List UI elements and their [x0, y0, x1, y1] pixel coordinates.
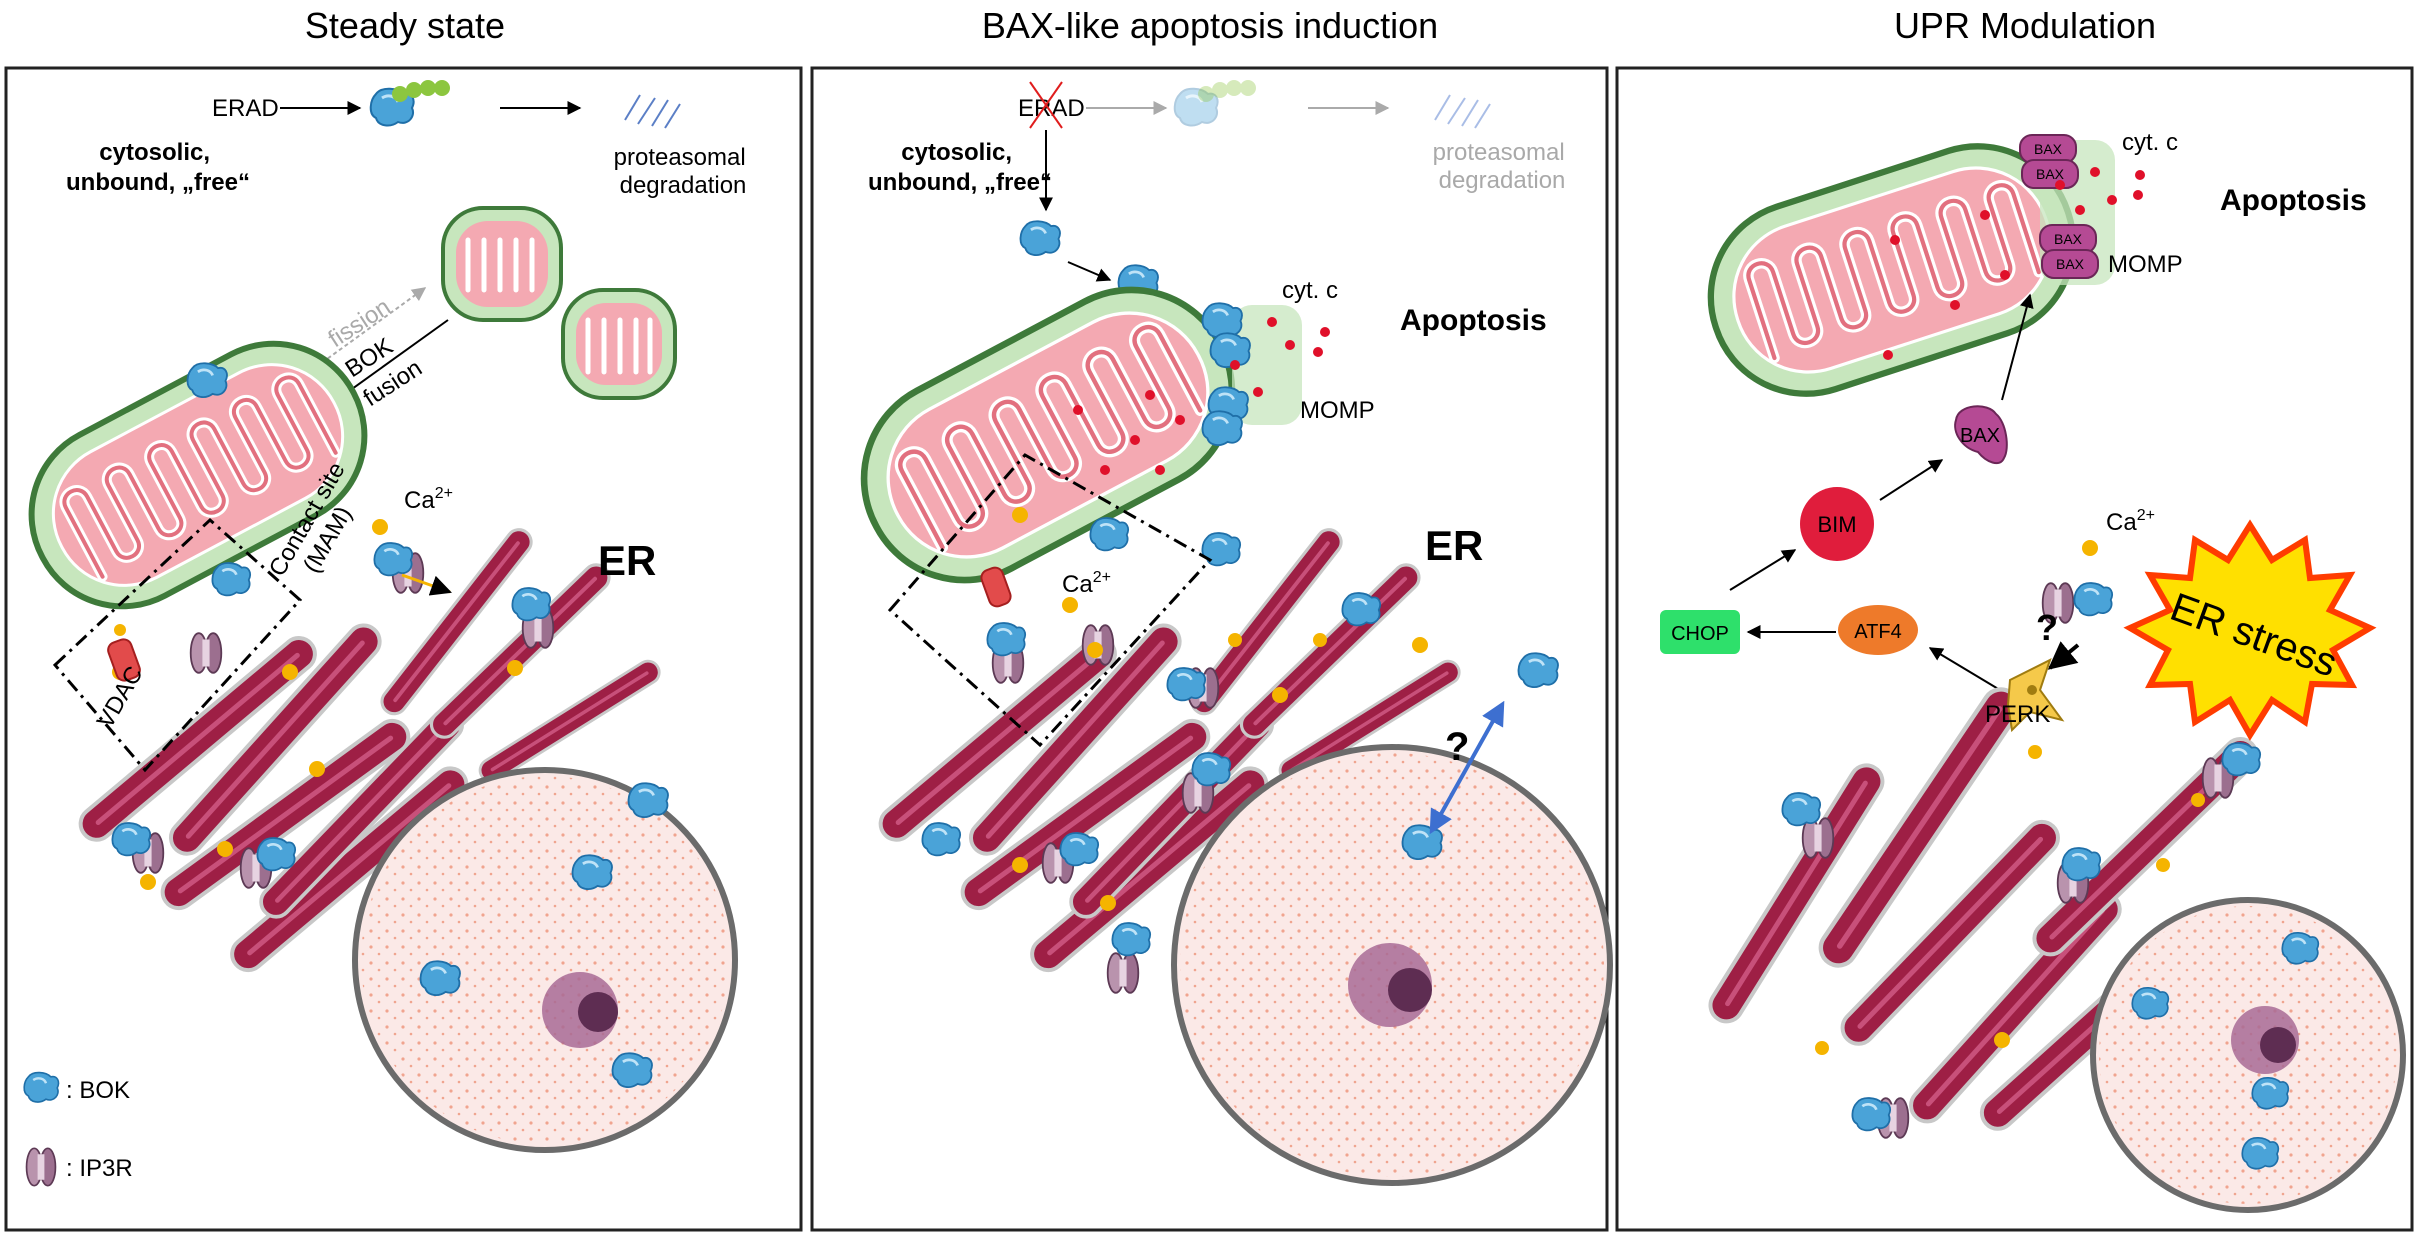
legend-bok-label: : BOK [66, 1077, 130, 1104]
calcium-label: Ca2+ [2106, 507, 2155, 536]
svg-text:BAX: BAX [2054, 231, 2083, 247]
proteasomal-degradation-label: proteasomal degradation [614, 144, 753, 199]
small-mitochondrion-icon [561, 288, 677, 400]
bok-protein-icon [571, 853, 614, 891]
bok-protein-icon [186, 361, 229, 399]
panel-bax-like-apoptosis: BAX-like apoptosis induction ERAD protea… [810, 5, 1613, 1232]
bok-protein-icon [211, 561, 252, 597]
bok-protein-icon [2073, 581, 2114, 617]
panel-title: Steady state [305, 5, 505, 46]
bok-protein-icon [2250, 1076, 2290, 1110]
proteasomal-degradation-label: proteasomal degradation [1433, 139, 1572, 194]
bok-protein-icon [1341, 591, 1382, 627]
momp-region [1232, 305, 1302, 425]
bok-protein-icon [2240, 1136, 2280, 1170]
bok-protein-icon [1401, 823, 1444, 861]
svg-text:BIM: BIM [1817, 512, 1856, 537]
bok-protein-icon [1851, 1096, 1892, 1132]
cytc-label: cyt. c [2122, 129, 2178, 156]
apoptosis-label: Apoptosis [1400, 304, 1547, 337]
cytosolic-free-label: cytosolic, unbound, „free“ [66, 139, 250, 196]
calcium-ions [1012, 507, 1428, 911]
panel-upr-modulation: UPR Modulation BAX BAX BAX BAX cyt. c Ap… [1615, 5, 2414, 1232]
bok-oligomer-icon [1209, 331, 1252, 369]
bok-protein-icon [1781, 791, 1822, 827]
bok-protein-icon [419, 959, 462, 997]
question-mark: ? [1445, 725, 1469, 769]
vdac-channel-icon [980, 566, 1012, 608]
bok-protein-icon [2221, 741, 2262, 777]
er-label: ER [1425, 522, 1483, 569]
bok-protein-icon [1517, 651, 1560, 689]
perk-label: PERK [1985, 701, 2050, 728]
svg-text:CHOP: CHOP [1671, 623, 1729, 645]
panel-title: BAX-like apoptosis induction [982, 5, 1438, 46]
chop-node: CHOP [1660, 610, 1740, 654]
bok-protein-icon [1089, 516, 1130, 552]
cytochrome-c-dots [1883, 167, 2145, 360]
panel-title: UPR Modulation [1894, 5, 2156, 46]
fragments-icon [624, 94, 681, 129]
nucleus-icon [1171, 744, 1613, 1186]
er-stress-burst-icon [2123, 519, 2377, 741]
bok-protein-icon [986, 621, 1027, 657]
panel-steady-state: Steady state ERAD proteasomal degradatio… [0, 5, 803, 1232]
vdac-channel-icon [107, 638, 141, 682]
momp-label: MOMP [1300, 397, 1375, 424]
apoptosis-label: Apoptosis [2220, 184, 2367, 217]
ubiquitin-chain-icon [392, 80, 450, 102]
svg-text:BAX: BAX [2056, 256, 2085, 272]
bok-protein-icon [1019, 219, 1062, 257]
bok-protein-icon [921, 821, 962, 857]
small-mitochondrion-icon [441, 206, 563, 322]
bok-protein-icon [1191, 751, 1232, 787]
cytochrome-c-dots [1073, 317, 1330, 475]
nucleus-icon [352, 767, 738, 1153]
cytosolic-free-label: cytosolic, unbound, „free“ [868, 139, 1052, 196]
ubiquitin-chain-icon [1198, 80, 1256, 102]
er-label: ER [598, 537, 656, 584]
svg-text:BAX: BAX [2034, 141, 2063, 157]
svg-text:ATF4: ATF4 [1854, 621, 1901, 643]
bok-protein-icon [1111, 921, 1152, 957]
bim-node: BIM [1800, 487, 1874, 561]
svg-text:BAX: BAX [1960, 425, 2000, 447]
bok-protein-icon [1166, 666, 1207, 702]
bok-oligomer-icon [1201, 409, 1244, 447]
bok-protein-icon [256, 836, 297, 872]
fragments-icon [1434, 94, 1491, 129]
bok-oligomer-icon [1201, 301, 1244, 339]
calcium-label: Ca2+ [1062, 569, 1111, 598]
bax-protein-icon: BAX [1954, 405, 2008, 465]
bok-protein-icon [511, 586, 552, 622]
crossed-out-icon [1029, 81, 1063, 129]
bok-protein-icon [611, 1051, 654, 1089]
calcium-label: Ca2+ [404, 485, 453, 514]
atf4-node: ATF4 [1838, 605, 1918, 655]
legend-ip3r-label: : IP3R [66, 1155, 133, 1182]
contact-site-box [887, 453, 1213, 748]
erad-label: ERAD [212, 95, 279, 122]
calcium-ions [1815, 540, 2205, 1055]
legend-bok-icon [22, 1071, 60, 1104]
contact-site-box [52, 517, 303, 773]
bok-protein-icon [627, 781, 670, 819]
nucleus-icon [2090, 897, 2406, 1213]
bok-protein-icon [2280, 931, 2320, 965]
svg-text:BAX: BAX [2036, 166, 2065, 182]
erad-label: ERAD [1018, 95, 1085, 122]
cytc-label: cyt. c [1282, 277, 1338, 304]
bok-protein-icon [2061, 846, 2102, 882]
bok-protein-icon [111, 821, 152, 857]
bok-protein-icon [1059, 831, 1100, 867]
bok-protein-icon [373, 541, 414, 577]
question-mark: ? [2036, 607, 2058, 648]
bok-protein-icon [2130, 986, 2170, 1020]
momp-label: MOMP [2108, 251, 2183, 278]
bax-oligomer-icon: BAX BAX BAX BAX [2019, 134, 2099, 279]
